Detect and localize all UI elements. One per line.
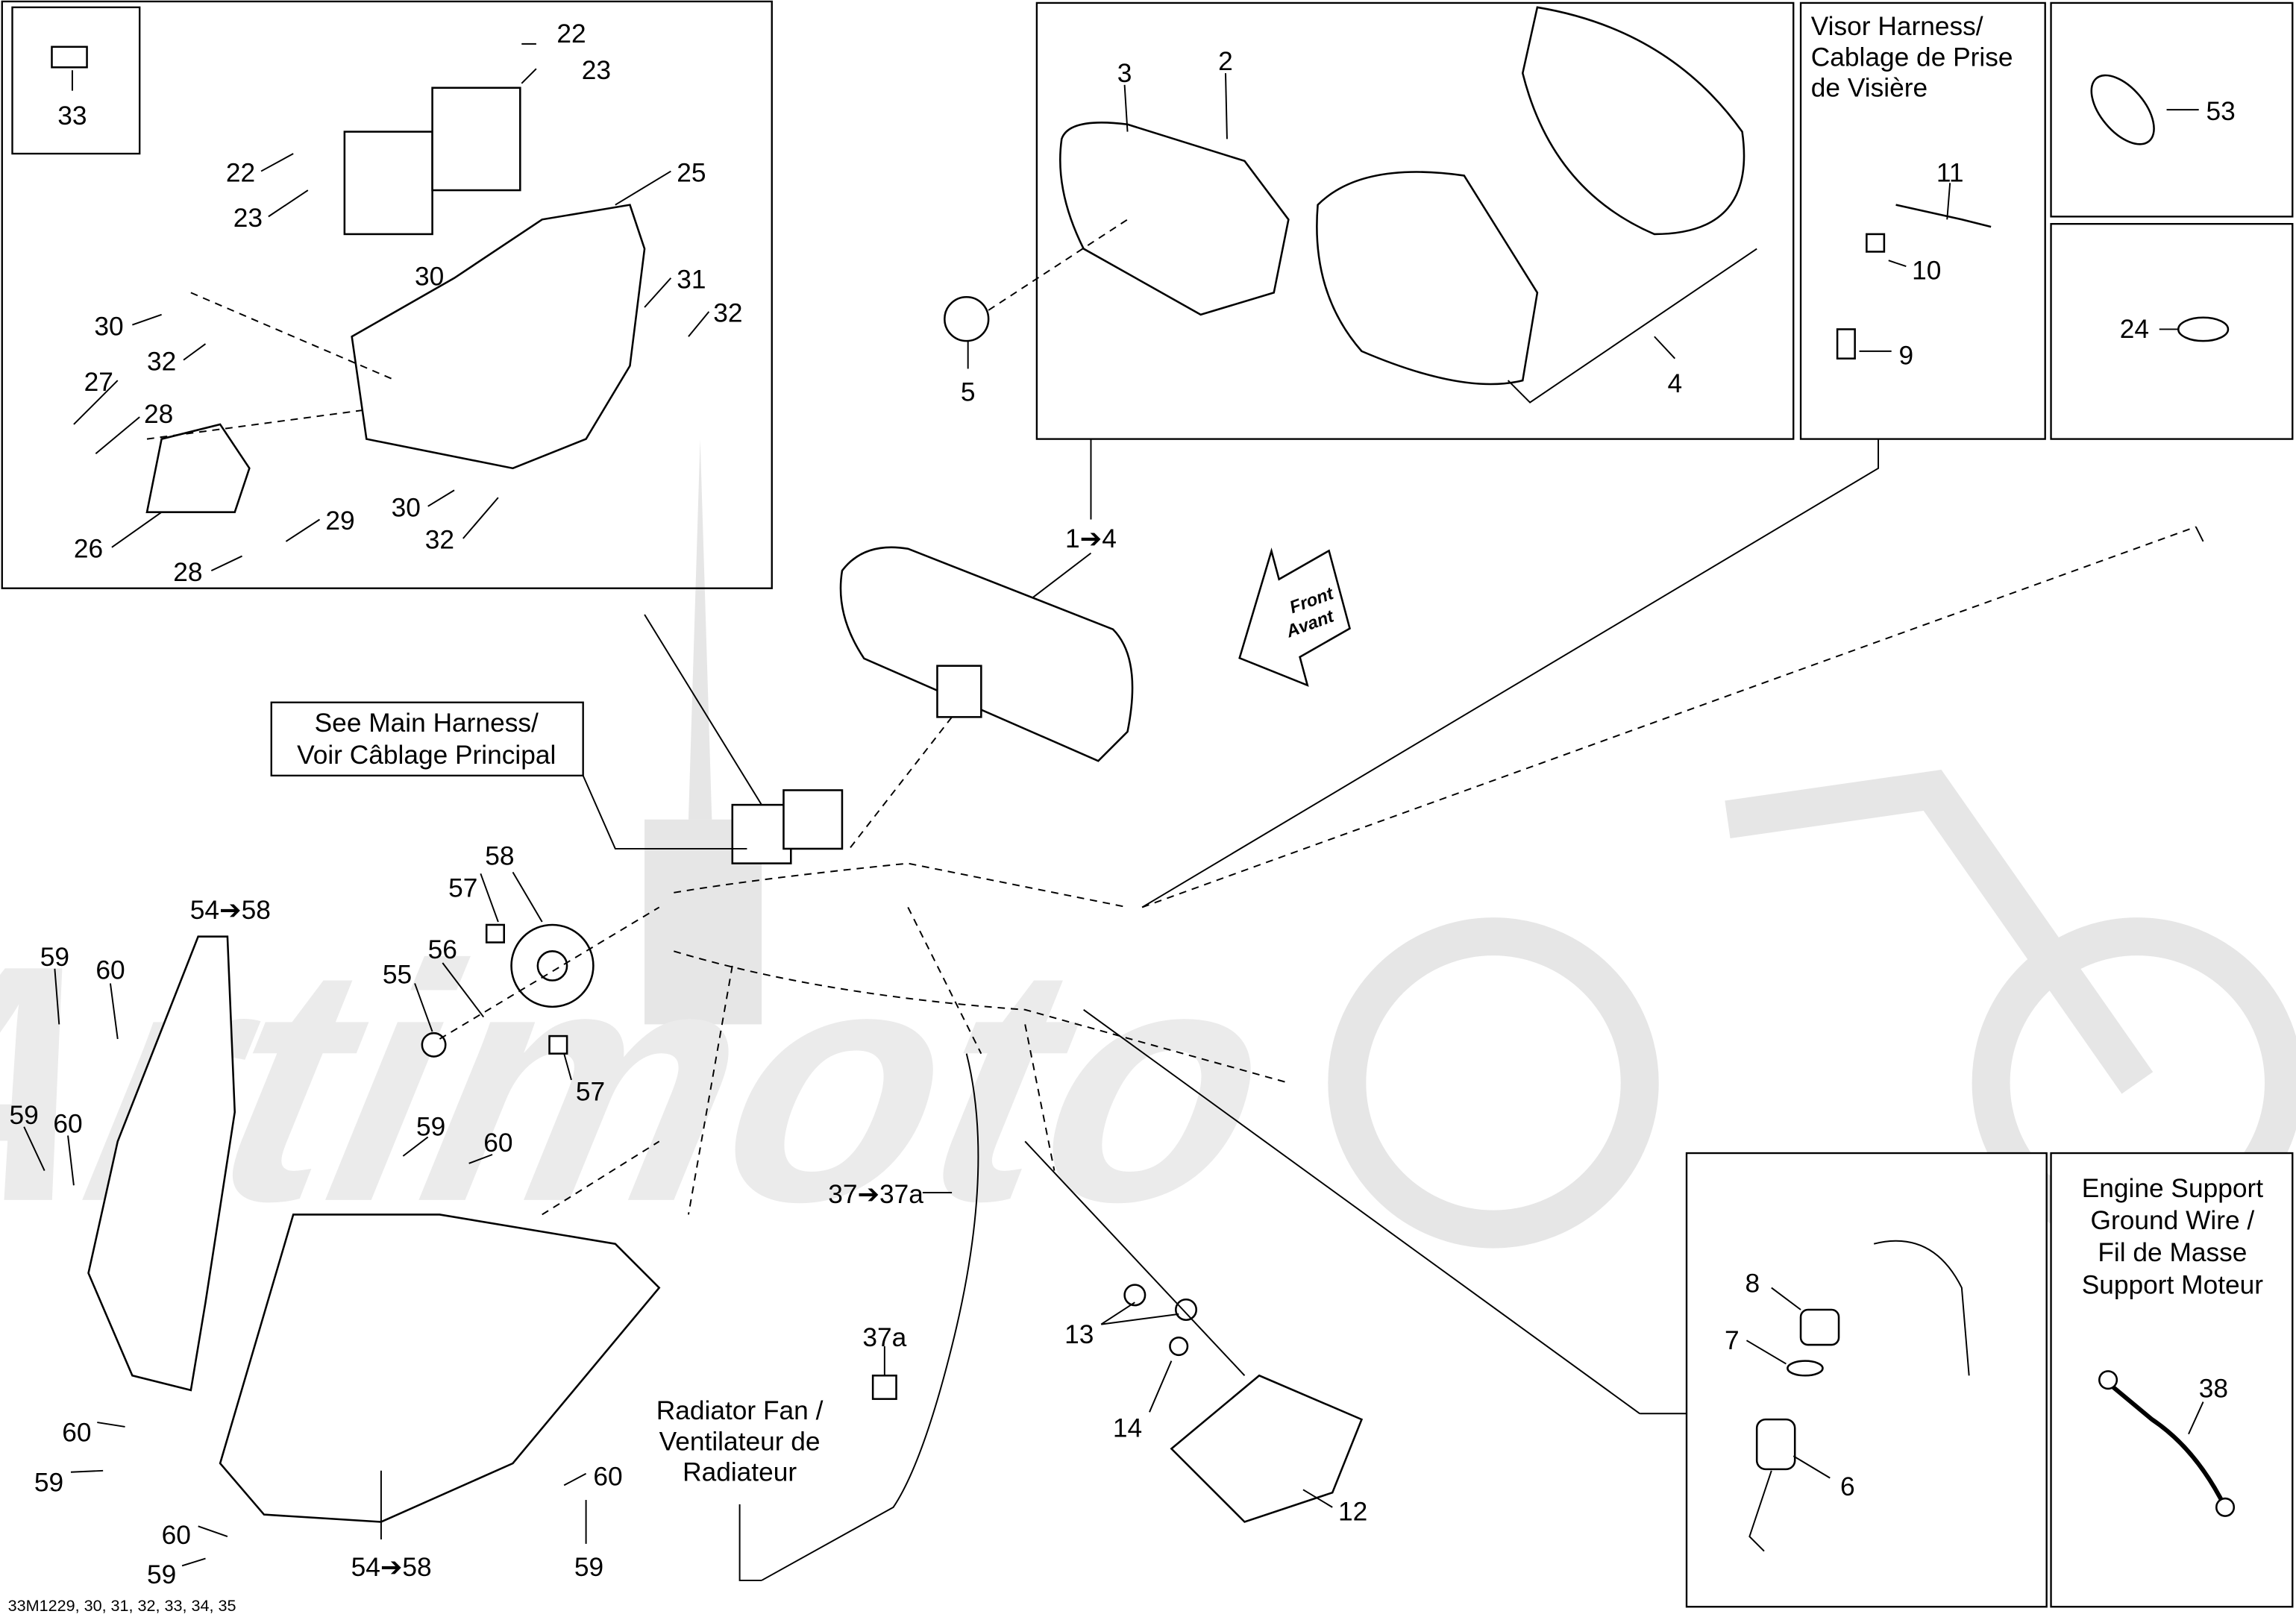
callout-60: 60 — [162, 1521, 191, 1550]
callout-59: 59 — [34, 1468, 63, 1497]
callout-30: 30 — [392, 494, 421, 523]
callout-23: 23 — [582, 56, 611, 85]
callout-22: 22 — [556, 19, 586, 48]
callout-57: 57 — [576, 1077, 605, 1106]
callout-32: 32 — [147, 347, 176, 376]
callout-4: 4 — [1667, 369, 1682, 398]
callout-60: 60 — [483, 1128, 512, 1158]
instrument-cluster-panel: 3 2 5 4 — [944, 1, 1795, 440]
callout-33: 33 — [57, 101, 87, 131]
callout-54-58: 54➔58 — [351, 1553, 432, 1582]
callout-6: 6 — [1840, 1472, 1855, 1501]
key-switch-panel: 8 7 6 — [1685, 1152, 2048, 1608]
callout-60: 60 — [95, 956, 125, 985]
callout-54-58: 54➔58 — [190, 896, 271, 925]
radiator-fan-text: Radiateur — [683, 1458, 797, 1487]
radiator-fan-text: Ventilateur de — [659, 1427, 821, 1456]
callout-32: 32 — [713, 299, 742, 328]
callout-38: 38 — [2199, 1375, 2228, 1404]
callout-1-4: 1➔4 — [1065, 524, 1117, 553]
clamp-panel: 53 — [2050, 1, 2294, 218]
callout-53: 53 — [2206, 97, 2236, 126]
callout-30: 30 — [94, 312, 123, 341]
callout-59: 59 — [40, 943, 69, 972]
ground-wire-text: Support Moteur — [2082, 1270, 2264, 1299]
front-direction-arrow: Front Avant — [1238, 547, 1352, 687]
main-assembly: 1➔4 58 57 54➔58 59 60 56 55 57 59 60 59 … — [10, 439, 2204, 1589]
o-ring-panel: 24 — [2050, 223, 2294, 440]
callout-10: 10 — [1912, 257, 1941, 286]
callout-26: 26 — [74, 535, 103, 564]
ground-wire-text: Engine Support — [2082, 1174, 2264, 1203]
callout-30: 30 — [415, 263, 444, 292]
main-harness-text: Voir Câblage Principal — [297, 741, 556, 770]
callout-59: 59 — [10, 1101, 39, 1130]
ground-wire-text: Ground Wire / — [2091, 1206, 2255, 1235]
callout-9: 9 — [1898, 342, 1913, 371]
callout-57: 57 — [448, 874, 477, 903]
callout-58: 58 — [485, 842, 514, 871]
callout-27: 27 — [84, 368, 113, 397]
main-harness-note: See Main Harness/ Voir Câblage Principal — [270, 701, 747, 850]
callout-28: 28 — [144, 400, 173, 429]
callout-24: 24 — [2120, 315, 2149, 344]
visor-harness-title: Cablage de Prise — [1811, 43, 2013, 72]
ground-wire-text: Fil de Masse — [2098, 1238, 2247, 1267]
main-harness-text: See Main Harness/ — [315, 709, 539, 738]
callout-2: 2 — [1218, 47, 1233, 76]
callout-31: 31 — [677, 266, 706, 295]
callout-12: 12 — [1338, 1498, 1367, 1527]
callout-55: 55 — [383, 960, 412, 989]
callout-22: 22 — [226, 158, 255, 187]
callout-37-37a: 37➔37a — [828, 1180, 923, 1209]
callout-59: 59 — [416, 1113, 445, 1142]
callout-60: 60 — [53, 1110, 82, 1139]
visor-harness-title: de Visière — [1811, 73, 1928, 102]
watermark-logo: Artimoto — [0, 439, 2296, 1272]
callout-60: 60 — [593, 1462, 622, 1491]
radiator-fan-text: Radiator Fan / — [656, 1396, 824, 1425]
callout-14: 14 — [1113, 1414, 1142, 1443]
callout-7: 7 — [1725, 1326, 1740, 1355]
radiator-fan-note: Radiator Fan / Ventilateur de Radiateur — [656, 1396, 824, 1486]
callout-32: 32 — [425, 526, 454, 555]
callout-25: 25 — [677, 158, 706, 187]
diagram-caption: 33M1229, 30, 31, 32, 33, 34, 35 — [8, 1596, 236, 1615]
visor-harness-panel: Visor Harness/ Cablage de Prise de Visiè… — [1799, 1, 2046, 440]
callout-8: 8 — [1745, 1269, 1760, 1298]
callout-37a: 37a — [862, 1323, 906, 1352]
callout-5: 5 — [961, 378, 976, 407]
callout-11: 11 — [1936, 158, 1964, 187]
callout-3: 3 — [1117, 59, 1132, 88]
callout-13: 13 — [1064, 1320, 1094, 1349]
switch-assembly-panel: 33 22 23 22 23 25 30 31 30 32 32 27 28 3… — [1, 0, 773, 589]
ground-wire-panel: Engine Support Ground Wire / Fil de Mass… — [2050, 1152, 2294, 1608]
callout-23: 23 — [233, 204, 263, 233]
callout-59: 59 — [574, 1553, 603, 1582]
callout-28: 28 — [173, 558, 202, 587]
callout-60: 60 — [62, 1419, 91, 1448]
callout-29: 29 — [325, 506, 354, 536]
callout-56: 56 — [428, 935, 457, 964]
callout-59: 59 — [147, 1560, 176, 1589]
visor-harness-title: Visor Harness/ — [1811, 12, 1983, 41]
